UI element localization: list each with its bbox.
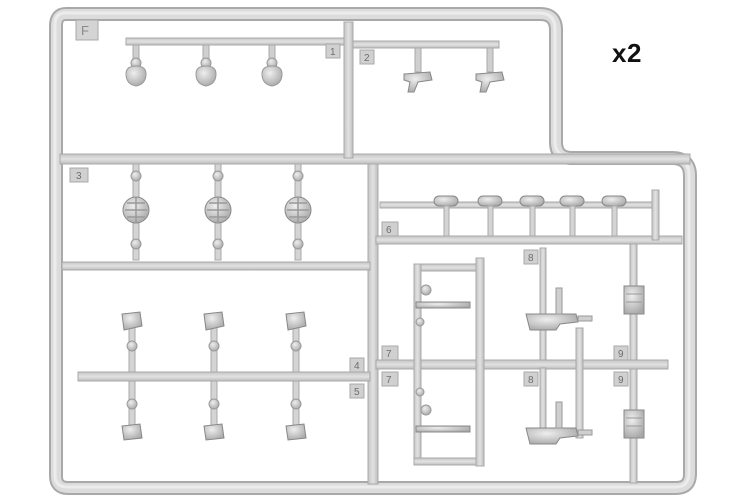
part-7-items — [415, 284, 471, 433]
sprue-letter: F — [81, 23, 89, 38]
sprue-frame — [49, 7, 697, 495]
part-number-7b: 7 — [386, 375, 392, 386]
quantity-label: x2 — [612, 38, 642, 68]
part-3-grenades — [122, 163, 312, 261]
part-2-pistols — [403, 47, 505, 93]
sprue-letter-tag: F — [75, 19, 99, 41]
part-number-2: 2 — [364, 53, 370, 64]
part-number-5: 5 — [354, 387, 360, 398]
part-number-8b: 8 — [528, 375, 534, 386]
part-6-goggles — [433, 195, 627, 237]
part-1-helmets — [125, 44, 283, 87]
part-number-3: 3 — [76, 171, 82, 182]
part-4-5-pouches — [121, 311, 307, 441]
part-number-4: 4 — [354, 361, 360, 372]
part-number-6: 6 — [386, 225, 392, 236]
part-number-tags: 1 2 3 4 5 6 7 7 8 8 9 9 — [69, 43, 629, 399]
part-number-7a: 7 — [386, 349, 392, 360]
part-8-items — [525, 287, 593, 445]
part-number-1: 1 — [330, 47, 336, 58]
sprue-runners — [59, 21, 691, 485]
part-number-9b: 9 — [618, 375, 624, 386]
part-number-9a: 9 — [618, 349, 624, 360]
part-9-items — [623, 285, 645, 439]
part-number-8a: 8 — [528, 253, 534, 264]
